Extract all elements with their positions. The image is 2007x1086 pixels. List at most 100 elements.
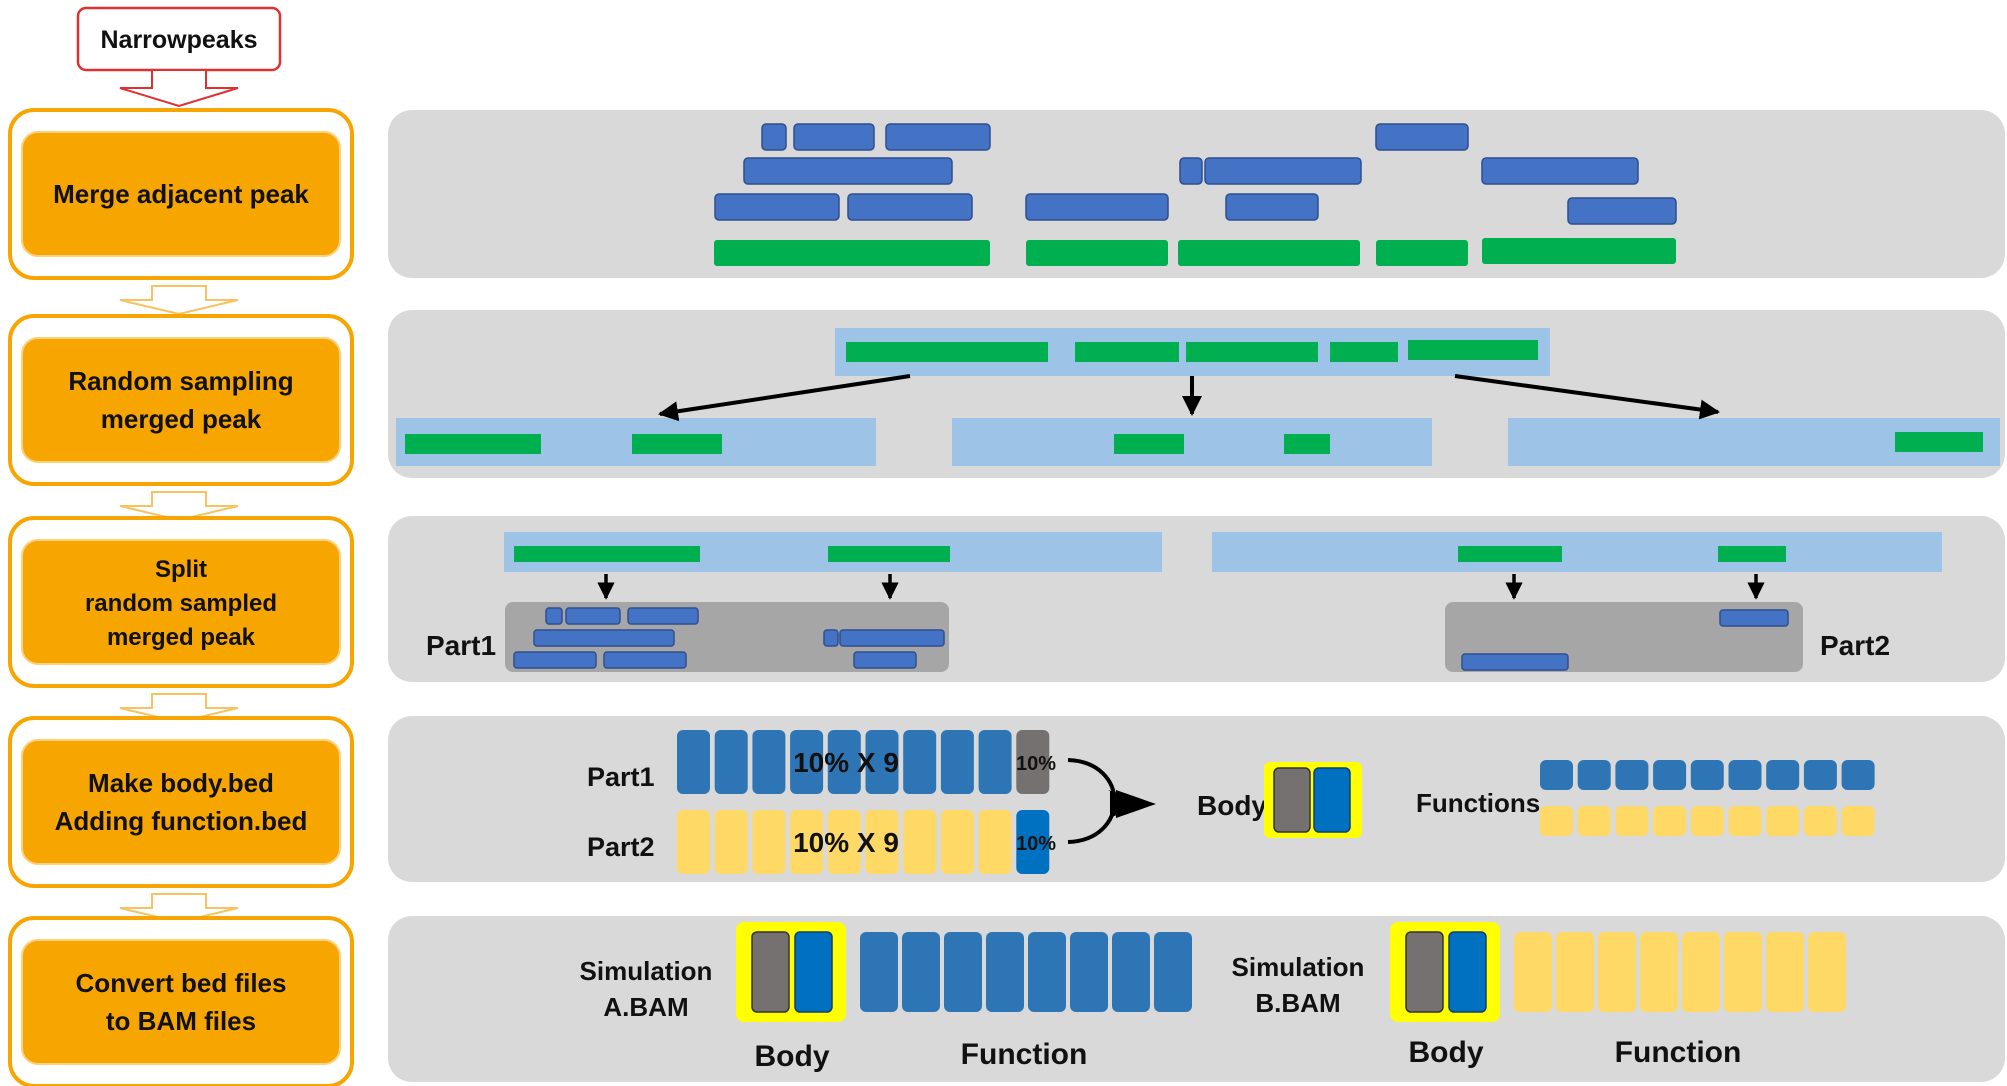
function-blue-segment <box>1615 760 1649 790</box>
bam-body-a: Body <box>755 1040 830 1073</box>
read-block <box>1225 193 1319 221</box>
bam-function-a-segment <box>902 932 940 1012</box>
merged-peak <box>1376 240 1468 266</box>
function-yellow-segment <box>1803 806 1837 836</box>
split-peak <box>1458 546 1562 562</box>
sim-a-line1: Simulation <box>580 956 713 986</box>
step-arrow <box>119 693 239 724</box>
split-illustration: Part1 Part2 <box>426 532 1942 672</box>
function-blue-segment <box>1841 760 1875 790</box>
part2-segment <box>903 810 937 874</box>
part1-segment <box>677 730 710 794</box>
sampling-illustration <box>396 328 2000 466</box>
part2-segment <box>752 810 786 874</box>
part1-segment <box>865 730 899 794</box>
bam-body-b: Body <box>1409 1036 1484 1069</box>
bam-function-b-segment <box>1556 932 1594 1012</box>
bam-function-a-segment <box>1028 932 1066 1012</box>
bam-function-b-segment <box>1724 932 1762 1012</box>
part2-segment <box>865 810 899 874</box>
part2-segment <box>790 810 824 874</box>
step-1: Merge adjacent peak <box>8 108 354 316</box>
part1-segment <box>1016 730 1050 794</box>
sim-b-line2: B.BAM <box>1255 988 1340 1018</box>
bam-function-b: Function <box>1615 1036 1742 1069</box>
split-read <box>1719 609 1789 627</box>
sim-b-line1: Simulation <box>1232 952 1365 982</box>
split-read <box>1461 653 1569 671</box>
sampled-peak <box>1075 342 1179 362</box>
sampled-peak <box>1114 434 1184 454</box>
split-read <box>533 629 675 647</box>
split-read <box>823 629 839 647</box>
step-label-line: merged peak <box>101 404 262 434</box>
part2-segment <box>978 810 1012 874</box>
read-block <box>743 157 953 185</box>
read-block <box>847 193 973 221</box>
step-arrow <box>119 285 239 316</box>
bam-function-a-segment <box>1070 932 1108 1012</box>
merged-peak <box>1178 240 1360 266</box>
bam-function-a-segment <box>944 932 982 1012</box>
split-read <box>853 651 917 669</box>
panel-merge <box>388 110 2005 278</box>
split-read <box>545 607 563 625</box>
bam-function-a-segment <box>860 932 898 1012</box>
read-block <box>1567 197 1677 225</box>
read-block <box>1179 157 1203 185</box>
bam-illustration: Simulation A.BAM Simulation B.BAM Body F… <box>580 922 1846 1073</box>
body-function-illustration: Part1 Part2 10% X 9 10% X 9 10% 10% Body… <box>587 730 1875 874</box>
sampled-peak <box>1408 340 1538 360</box>
merge-peaks-illustration <box>714 123 1677 266</box>
function-blue-segment <box>1766 760 1800 790</box>
bam-function-a-segment <box>986 932 1024 1012</box>
split-peak <box>1718 546 1786 562</box>
sampled-peak <box>846 342 1048 362</box>
body-label: Body <box>1197 790 1267 821</box>
part2-segment <box>940 810 974 874</box>
part1-segment <box>790 730 824 794</box>
part1-segment <box>827 730 861 794</box>
step-label-line: merged peak <box>107 624 256 651</box>
function-yellow-segment <box>1577 806 1611 836</box>
part1-center-label: 10% X 9 <box>793 747 899 778</box>
sampled-peak <box>1330 342 1398 362</box>
step-label-line: Adding function.bed <box>55 806 308 836</box>
function-blue-segment <box>1803 760 1837 790</box>
split-read <box>603 651 687 669</box>
start-label: Narrowpeaks <box>100 26 257 54</box>
bam-function-b-segment <box>1514 932 1552 1012</box>
bam-function-b-segment <box>1682 932 1720 1012</box>
split-part2-label: Part2 <box>1820 630 1890 661</box>
read-block <box>761 123 787 151</box>
split-peak <box>514 546 700 562</box>
bam-function-b-segment <box>1598 932 1636 1012</box>
sim-a-line2: A.BAM <box>603 992 688 1022</box>
step-box <box>21 939 341 1065</box>
part2-segment <box>714 810 748 874</box>
function-blue-segment <box>1577 760 1611 790</box>
function-blue-segment <box>1690 760 1724 790</box>
read-block <box>1375 123 1469 151</box>
sampled-peak <box>1895 432 1983 452</box>
part2-segment <box>677 810 710 874</box>
body-part2-label: Part2 <box>587 832 655 862</box>
step-label-line: Merge adjacent peak <box>53 179 309 209</box>
sampled-peak <box>1186 342 1318 362</box>
split-read <box>627 607 699 625</box>
step-box <box>21 337 341 463</box>
step-arrow <box>119 893 239 924</box>
read-block <box>714 193 840 221</box>
bam-function-b-segment <box>1640 932 1678 1012</box>
merged-peak <box>714 240 990 266</box>
function-yellow-segment <box>1690 806 1724 836</box>
read-block <box>1025 193 1169 221</box>
body-part1-label: Part1 <box>587 762 655 792</box>
split-read <box>513 651 597 669</box>
merged-peak <box>1026 240 1168 266</box>
step-arrow <box>119 491 239 522</box>
split-part1-label: Part1 <box>426 630 496 661</box>
